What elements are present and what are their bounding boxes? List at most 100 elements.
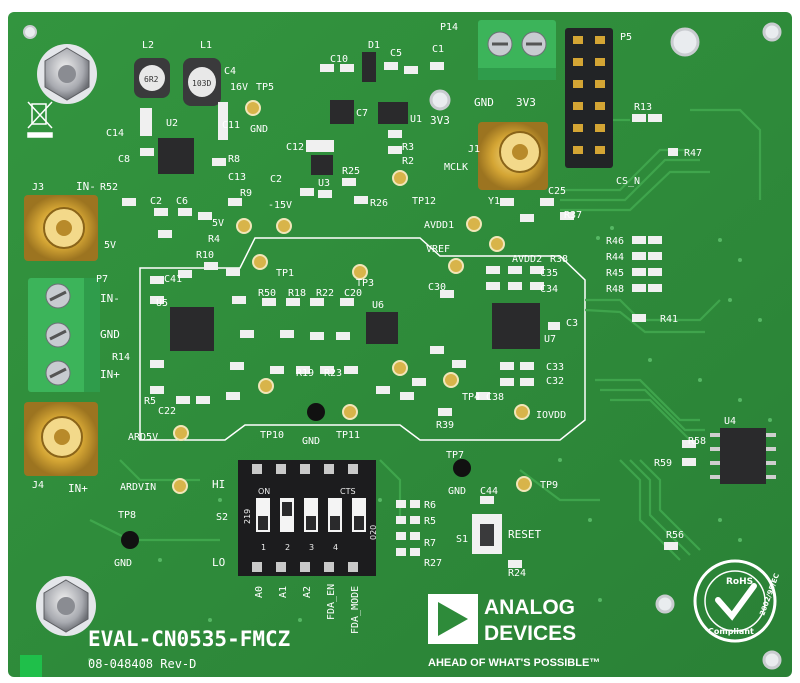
board-outline: [8, 12, 792, 677]
label-p14: P14: [440, 22, 458, 33]
label-ard5v: ARD5V: [128, 432, 158, 443]
label-r50: R50: [258, 288, 276, 299]
label-c20: C20: [344, 288, 362, 299]
label-p14-3v3: 3V3: [516, 96, 536, 109]
label-5v: 5V: [104, 240, 116, 251]
label-u2: U2: [166, 118, 178, 129]
label-r39: R39: [436, 420, 454, 431]
label-tp3: TP3: [356, 278, 374, 289]
label-j4-in-plus: IN+: [68, 482, 88, 495]
label-r9: R9: [240, 188, 252, 199]
label-dip-a1: A1: [278, 586, 289, 598]
label-c30: C30: [428, 282, 446, 293]
label-p7-in-plus: IN+: [100, 368, 120, 381]
label-r5: R5: [144, 396, 156, 407]
brand-devices: DEVICES: [484, 622, 576, 645]
weee-icon: [27, 101, 53, 138]
label-d1: D1: [368, 40, 380, 51]
label-dip-1: 1: [261, 543, 266, 552]
rohs-text-1: RoHS: [726, 577, 753, 587]
label-c3: C3: [566, 318, 578, 329]
label-r46: R46: [606, 236, 624, 247]
label-j1: J1: [468, 144, 480, 155]
label-c32: C32: [546, 376, 564, 387]
label-dip-hi: HI: [212, 478, 225, 491]
label-c22: C22: [158, 406, 176, 417]
label-c38: C38: [486, 392, 504, 403]
label-p5: P5: [620, 32, 632, 43]
label-iovdd: IOVDD: [536, 410, 566, 421]
label-16v: 16V: [230, 82, 248, 93]
label-dip-code: 219: [243, 509, 252, 524]
label-c2b: C2: [270, 174, 282, 185]
ic-chips: [158, 52, 766, 484]
inductor-l2: [134, 58, 170, 98]
label-avdd2: AVDD2: [512, 254, 542, 265]
label-r5b: R5: [424, 516, 436, 527]
label-tp8: TP8: [118, 510, 136, 521]
label-y1: Y1: [488, 196, 500, 207]
label-u1: U1: [410, 114, 422, 125]
label-r56: R56: [666, 530, 684, 541]
label-r48: R48: [606, 284, 624, 295]
inductor-l1: [183, 58, 221, 106]
standoff-nut-top: [37, 44, 97, 104]
label-tp5: TP5: [256, 82, 274, 93]
label-r26: R26: [370, 198, 388, 209]
label-tp4: TP4: [462, 392, 480, 403]
reset-button-s1[interactable]: [472, 514, 502, 554]
label-tp7-gnd: GND: [448, 486, 466, 497]
label-r58: R58: [688, 436, 706, 447]
label-r47: R47: [684, 148, 702, 159]
vias: [88, 226, 772, 662]
rohs-badge-icon: [693, 559, 777, 643]
brand-analog: ANALOG: [484, 596, 575, 619]
label-dip-cts: CTS: [340, 487, 356, 496]
label-c6: C6: [176, 196, 188, 207]
label-c7: C7: [356, 108, 368, 119]
label-ardvin: ARDVIN: [120, 482, 156, 493]
label-u5: U5: [156, 298, 168, 309]
label-c5: C5: [390, 48, 402, 59]
label-tp12: TP12: [412, 196, 436, 207]
label-l1-value: 103D: [192, 79, 211, 88]
sma-connector-j4: [24, 402, 98, 476]
label-c8: C8: [118, 154, 130, 165]
label-avdd1: AVDD1: [424, 220, 454, 231]
label-c2: C2: [150, 196, 162, 207]
standoff-nut-bottom: [36, 576, 96, 636]
label-r7: R7: [424, 538, 436, 549]
label-u6: U6: [372, 300, 384, 311]
label-tp10: TP10: [260, 430, 284, 441]
label-dip-on: ON: [258, 487, 270, 496]
label-c11: C11: [222, 120, 240, 131]
label-r37: R37: [564, 210, 582, 221]
label-u3: U3: [318, 178, 330, 189]
label-c34: C34: [540, 284, 558, 295]
label-r3: R3: [402, 142, 414, 153]
label-r38: R38: [550, 254, 568, 265]
label-r52: R52: [100, 182, 118, 193]
terminal-block-p14: [478, 20, 556, 80]
label-r14: R14: [112, 352, 130, 363]
dip-switch-s2: [238, 460, 376, 576]
label-tp1: TP1: [276, 268, 294, 279]
smd-passives: [122, 62, 696, 568]
label-s1: S1: [456, 534, 468, 545]
brand-tagline: AHEAD OF WHAT'S POSSIBLE™: [428, 657, 600, 669]
label-dip-a2: A2: [302, 586, 313, 598]
label-c41: C41: [164, 274, 182, 285]
label-c35: C35: [540, 268, 558, 279]
label-r2: R2: [402, 156, 414, 167]
label-tp11: TP11: [336, 430, 360, 441]
board-name: EVAL-CN0535-FMCZ: [88, 627, 290, 651]
label-c12: C12: [286, 142, 304, 153]
label-tp7: TP7: [446, 450, 464, 461]
label-tp5-gnd: GND: [250, 124, 268, 135]
label-j4: J4: [32, 480, 44, 491]
label-c14: C14: [106, 128, 124, 139]
label-c10: C10: [330, 54, 348, 65]
analog-section-outline: [139, 237, 586, 441]
